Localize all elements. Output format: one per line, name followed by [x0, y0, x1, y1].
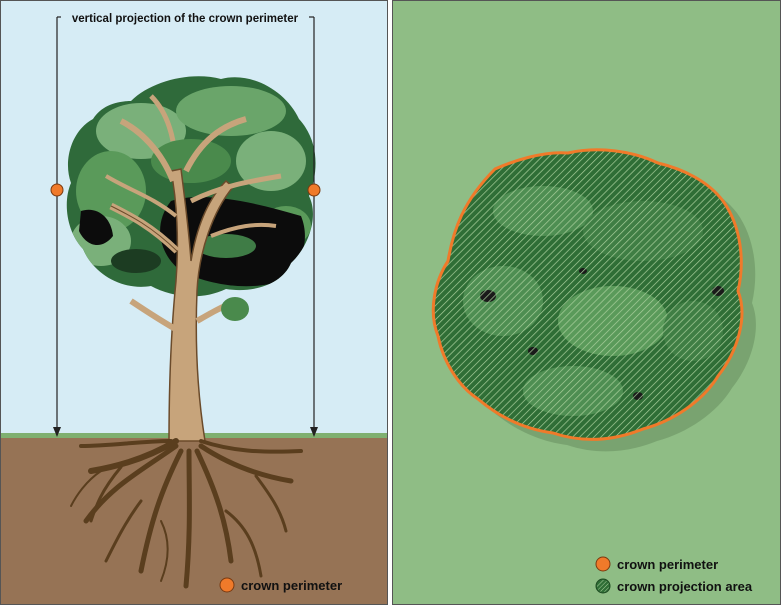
crown-perimeter-dot-left — [51, 184, 63, 196]
legend-crown-perimeter-left: crown perimeter — [241, 578, 342, 593]
legend-crown-perimeter-right: crown perimeter — [617, 557, 718, 572]
leaf-clump — [221, 297, 249, 321]
projection-label: vertical projection of the crown perimet… — [72, 13, 299, 25]
tree-side-view-panel: vertical projection of the crown perimet… — [0, 0, 388, 605]
legend-crown-projection-area: crown projection area — [617, 579, 753, 594]
crown-projection-panel: crown perimeter crown projection area — [392, 0, 781, 605]
orange-dot-icon — [596, 557, 610, 571]
crown-perimeter-dot-right — [308, 184, 320, 196]
orange-dot-icon — [220, 578, 234, 592]
tree-illustration: vertical projection of the crown perimet… — [1, 1, 387, 604]
crown-projection-illustration: crown perimeter crown projection area — [393, 1, 780, 604]
